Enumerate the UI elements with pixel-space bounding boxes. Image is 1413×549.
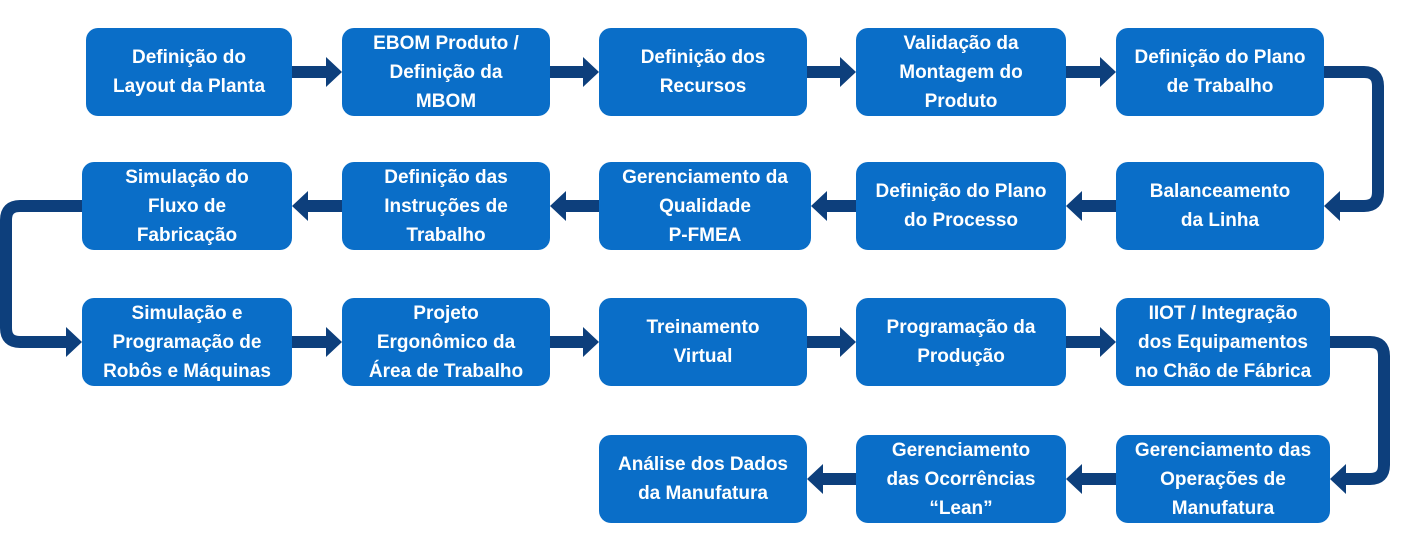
step-work-instructions: Definição das Instruções de Trabalho [342, 162, 550, 250]
step-work-plan: Definição do Plano de Trabalho [1116, 28, 1324, 116]
step-virtual-training: Treinamento Virtual [599, 298, 807, 386]
step-process-plan: Definição do Plano do Processo [856, 162, 1066, 250]
arrow-shaft [1066, 66, 1100, 78]
step-iiot-integration: IIOT / Integração dos Equipamentos no Ch… [1116, 298, 1330, 386]
arrow-5 [1324, 66, 1384, 221]
arrow-shaft [807, 66, 840, 78]
arrow-head [1100, 327, 1116, 357]
arrow-head [1066, 191, 1082, 221]
arrow-head [1066, 464, 1082, 494]
arrow-head [66, 327, 82, 357]
step-resources: Definição dos Recursos [599, 28, 807, 116]
arrow-shaft [0, 200, 82, 348]
arrow-6 [1066, 191, 1116, 221]
arrow-head [326, 57, 342, 87]
arrow-head [1100, 57, 1116, 87]
arrow-3 [807, 57, 856, 87]
arrow-head [807, 464, 823, 494]
step-plant-layout: Definição do Layout da Planta [86, 28, 292, 116]
arrow-8 [550, 191, 599, 221]
step-manufacturing-data-analysis: Análise dos Dados da Manufatura [599, 435, 807, 523]
arrow-head [1330, 464, 1346, 494]
arrow-shaft [1066, 336, 1100, 348]
step-assembly-validation: Validação da Montagem do Produto [856, 28, 1066, 116]
arrow-head [840, 57, 856, 87]
arrow-head [583, 57, 599, 87]
arrow-11 [292, 327, 342, 357]
arrow-shaft [566, 200, 599, 212]
arrow-4 [1066, 57, 1116, 87]
arrow-2 [550, 57, 599, 87]
arrow-head [550, 191, 566, 221]
step-ebom-mbom: EBOM Produto / Definição da MBOM [342, 28, 550, 116]
step-operations-management: Gerenciamento das Operações de Manufatur… [1116, 435, 1330, 523]
step-line-balancing: Balanceamento da Linha [1116, 162, 1324, 250]
step-ergonomic-design: Projeto Ergonômico da Área de Trabalho [342, 298, 550, 386]
arrow-head [292, 191, 308, 221]
arrow-shaft [550, 336, 583, 348]
arrow-shaft [550, 66, 583, 78]
arrow-shaft [807, 336, 840, 348]
arrow-7 [811, 191, 856, 221]
arrow-head [1324, 191, 1340, 221]
arrow-shaft [308, 200, 342, 212]
arrow-13 [807, 327, 856, 357]
arrow-head [326, 327, 342, 357]
arrow-9 [292, 191, 342, 221]
step-manufacturing-flow-simulation: Simulação do Fluxo de Fabricação [82, 162, 292, 250]
step-quality-management: Gerenciamento da Qualidade P-FMEA [599, 162, 811, 250]
arrow-17 [807, 464, 856, 494]
step-lean-occurrences: Gerenciamento das Ocorrências “Lean” [856, 435, 1066, 523]
arrow-10 [0, 200, 82, 357]
arrow-1 [292, 57, 342, 87]
step-production-scheduling: Programação da Produção [856, 298, 1066, 386]
arrow-12 [550, 327, 599, 357]
arrow-head [811, 191, 827, 221]
arrow-shaft [1082, 200, 1116, 212]
arrow-shaft [1324, 66, 1384, 212]
arrow-15 [1330, 336, 1390, 494]
arrow-shaft [1082, 473, 1116, 485]
arrow-shaft [292, 66, 326, 78]
step-robot-simulation: Simulação e Programação de Robôs e Máqui… [82, 298, 292, 386]
arrow-shaft [823, 473, 856, 485]
arrow-head [583, 327, 599, 357]
arrow-head [840, 327, 856, 357]
arrow-shaft [827, 200, 856, 212]
arrow-14 [1066, 327, 1116, 357]
arrow-shaft [1330, 336, 1390, 485]
arrow-shaft [292, 336, 326, 348]
arrow-16 [1066, 464, 1116, 494]
